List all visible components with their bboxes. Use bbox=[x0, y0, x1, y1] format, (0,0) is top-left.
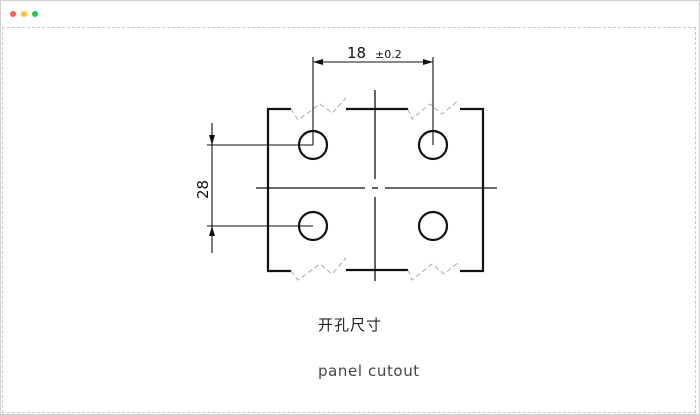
content-frame bbox=[2, 27, 696, 413]
close-button[interactable] bbox=[10, 11, 16, 17]
hole-bottom-right bbox=[417, 210, 449, 242]
caption-english: panel cutout bbox=[318, 362, 420, 380]
dimension-horizontal-value: 18 bbox=[347, 44, 366, 62]
frame-right-bracket bbox=[460, 107, 485, 273]
dimension-vertical-value: 28 bbox=[194, 180, 212, 199]
zoom-button[interactable] bbox=[32, 11, 38, 17]
minimize-button[interactable] bbox=[21, 11, 27, 17]
dimension-horizontal-tolerance: ±0.2 bbox=[375, 48, 402, 61]
break-lines bbox=[290, 97, 460, 281]
center-lines bbox=[256, 90, 497, 281]
dimension-vertical bbox=[207, 123, 313, 253]
title-bar bbox=[1, 1, 699, 27]
caption-chinese: 开孔尺寸 bbox=[318, 316, 383, 334]
frame-left-bracket bbox=[266, 107, 291, 273]
dimension-horizontal bbox=[312, 57, 434, 145]
mounting-holes bbox=[297, 129, 449, 242]
